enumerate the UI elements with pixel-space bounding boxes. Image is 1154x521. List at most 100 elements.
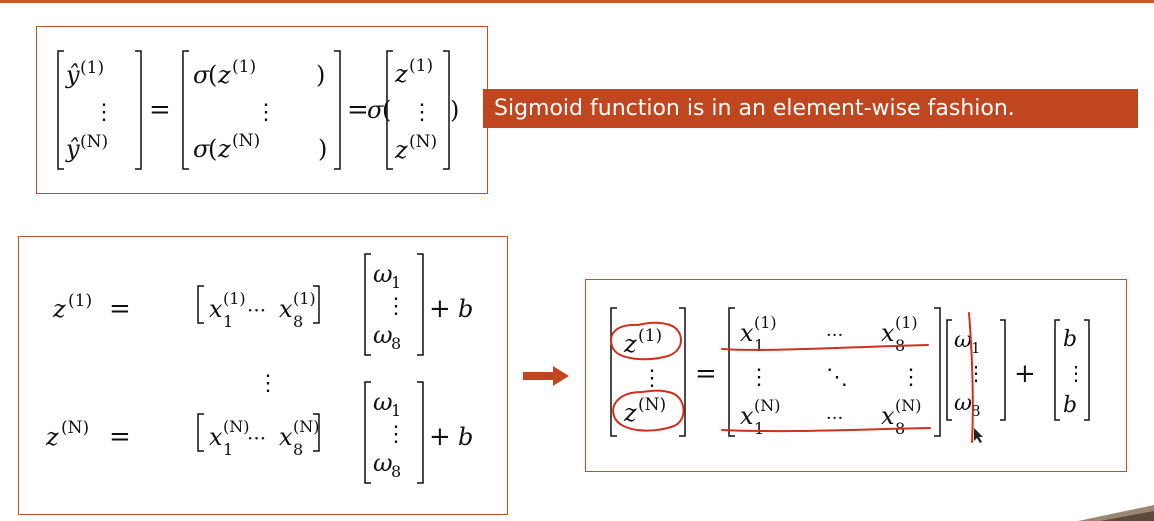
z-1: z (394, 60, 408, 88)
w-8-sub: 8 (391, 334, 401, 353)
ink-underline-rown (721, 427, 931, 433)
cursor-icon (974, 428, 983, 443)
z-1: z (623, 330, 637, 358)
right-arrow-icon (523, 366, 569, 386)
ddots: ⋱ (826, 365, 848, 390)
z-n: z (623, 399, 637, 427)
w-1-sub: 1 (391, 273, 401, 292)
b-1: b (1063, 327, 1077, 352)
yhat-1: ŷ (65, 61, 80, 89)
yhat-1-sup: (1) (80, 58, 104, 78)
x-1-1-sup: (1) (754, 313, 777, 332)
lparen: ( (208, 135, 217, 163)
sigma: σ (193, 135, 210, 163)
z-n: z (394, 136, 408, 164)
vdots: ⋮ (966, 361, 986, 385)
rparen: ) (450, 96, 459, 124)
rparen: ) (316, 61, 325, 89)
equals-sign: = (695, 359, 717, 389)
equals-sign: = (347, 95, 369, 125)
x-1-1-sub: 1 (223, 312, 233, 331)
vdots: ⋮ (411, 100, 433, 125)
rparen: ) (318, 135, 327, 163)
plus-sign: + (429, 422, 451, 452)
z-1-sup: (1) (232, 57, 256, 77)
ink-line-w (968, 312, 974, 443)
z-1-sup: (1) (409, 56, 433, 76)
z-1: z (217, 61, 231, 89)
ink-circle-z1 (610, 321, 682, 361)
z-n-sup: (N) (61, 418, 89, 438)
w-1: ω (954, 328, 972, 353)
w-8: ω (954, 391, 972, 416)
x-1-8: x (881, 319, 895, 347)
x-n-8-sup: (N) (293, 417, 319, 436)
corner-decoration-image (1078, 505, 1154, 521)
z-n-sup: (N) (409, 132, 437, 152)
equals-sign: = (109, 422, 131, 452)
sigma: σ (367, 96, 384, 124)
x-n-8: x (279, 423, 293, 451)
b: b (458, 295, 473, 323)
ink-annotations (610, 312, 974, 443)
vdots: ⋮ (385, 294, 407, 319)
matrix-form-box: z (1) ⋮ z (N) = x (1) 1 ··· x (1) 8 ⋮ ⋱ … (585, 279, 1127, 472)
w-8-sub: 8 (971, 402, 981, 420)
x-n-8-sup: (N) (895, 396, 921, 415)
cdots: ··· (247, 426, 266, 450)
x-1-1: x (740, 319, 754, 347)
w-1-sub: 1 (391, 401, 401, 420)
equals-sign: = (149, 95, 171, 125)
x-1-8-sup: (1) (293, 289, 316, 308)
x-n-1: x (209, 423, 223, 451)
b-n: b (1063, 393, 1077, 418)
z-1-sup: (1) (638, 326, 662, 346)
x-1-8-sub: 8 (293, 312, 303, 331)
x-n-1-sup: (N) (223, 417, 249, 436)
vdots: ⋮ (93, 100, 115, 125)
z-n-sup: (N) (232, 131, 260, 151)
cdots: ··· (826, 325, 843, 346)
yhat-n: ŷ (65, 135, 80, 163)
vdots: ⋮ (1066, 361, 1086, 385)
plus-sign: + (429, 294, 451, 324)
x-n-8-sub: 8 (293, 440, 303, 459)
w-1: ω (373, 388, 393, 416)
vdots: ⋮ (257, 371, 279, 396)
per-sample-equations-box: z (1) = x (1) 1 ··· x (1) 8 ω 1 ⋮ ω 8 + … (18, 236, 508, 515)
z-1: z (52, 295, 66, 323)
vdots: ⋮ (748, 365, 770, 390)
vdots: ⋮ (255, 100, 277, 125)
matrix-form-equation: z (1) ⋮ z (N) = x (1) 1 ··· x (1) 8 ⋮ ⋱ … (610, 307, 1090, 443)
w-8-sub: 8 (391, 462, 401, 481)
w-8: ω (373, 321, 393, 349)
w-1: ω (373, 260, 393, 288)
vdots: ⋮ (900, 365, 922, 390)
sigmoid-banner: Sigmoid function is in an element-wise f… (483, 89, 1138, 128)
x-1-1: x (209, 295, 223, 323)
plus-sign: + (1014, 359, 1036, 389)
sigmoid-equation: ŷ (1) ⋮ ŷ (N) = σ ( z (1) ) ⋮ σ ( z (N) … (57, 50, 459, 170)
x-n-1-sub: 1 (223, 440, 233, 459)
w-8: ω (373, 449, 393, 477)
z-n: z (217, 135, 231, 163)
x-1-1-sub: 1 (754, 336, 764, 355)
x-1-8: x (279, 295, 293, 323)
x-n-8: x (881, 402, 895, 430)
b: b (458, 423, 473, 451)
vdots: ⋮ (641, 366, 663, 391)
ink-circle-zn (612, 389, 685, 432)
z-n-sup: (N) (638, 395, 666, 415)
yhat-n-sup: (N) (80, 132, 108, 152)
equals-sign: = (109, 294, 131, 324)
x-n-1-sup: (N) (754, 396, 780, 415)
vdots: ⋮ (385, 422, 407, 447)
cdots: ··· (247, 298, 266, 322)
cdots: ··· (826, 408, 843, 429)
ink-underline-row1 (721, 344, 929, 351)
lparen: ( (382, 96, 391, 124)
w-1-sub: 1 (971, 339, 981, 357)
x-1-8-sup: (1) (895, 313, 918, 332)
top-rule (0, 0, 1154, 3)
z-1-sup: (1) (68, 291, 92, 311)
